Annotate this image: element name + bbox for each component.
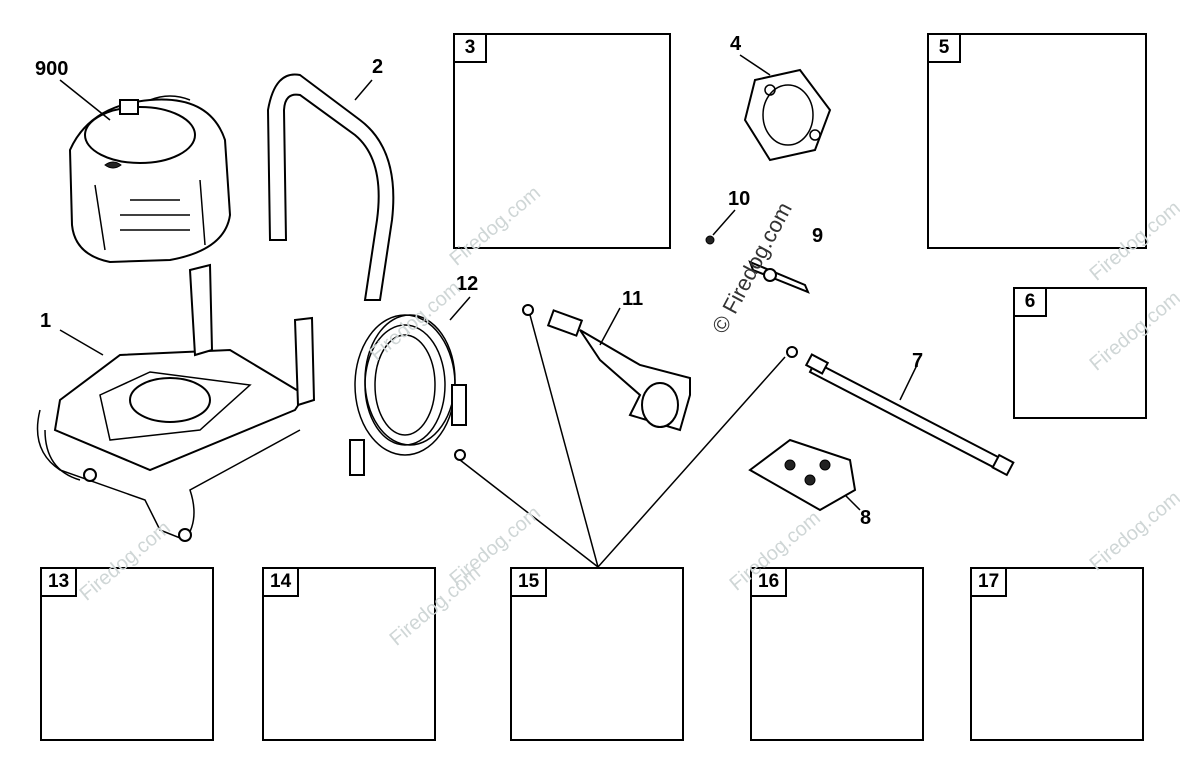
nozzle-drawing — [705, 235, 810, 294]
label-16: 16 — [750, 567, 788, 597]
label-14: 14 — [262, 567, 300, 597]
box-16: 16 — [750, 567, 924, 741]
label-15: 15 — [510, 567, 548, 597]
label-4: 4 — [730, 33, 742, 55]
spray-gun-drawing — [522, 304, 691, 432]
handle-drawing — [266, 73, 395, 301]
engine-drawing — [68, 95, 232, 264]
label-13: 13 — [40, 567, 78, 597]
label-11: 11 — [622, 288, 644, 310]
label-3: 3 — [453, 33, 487, 63]
label-10: 10 — [728, 188, 751, 210]
box-14: 14 — [262, 567, 436, 741]
box-3: 3 — [453, 33, 671, 249]
box-17: 17 — [970, 567, 1144, 741]
box-5: 5 — [927, 33, 1147, 249]
label-6: 6 — [1013, 287, 1047, 317]
label-12: 12 — [456, 273, 479, 295]
label-8: 8 — [860, 507, 872, 529]
label-9: 9 — [812, 225, 824, 247]
label-7: 7 — [912, 350, 924, 372]
box-6: 6 — [1013, 287, 1147, 419]
hose-drawing — [349, 314, 467, 476]
label-1: 1 — [40, 310, 52, 332]
label-5: 5 — [927, 33, 961, 63]
label-2: 2 — [372, 56, 384, 78]
gasket-drawing — [743, 68, 832, 162]
label-17: 17 — [970, 567, 1008, 597]
leader-lines — [59, 54, 918, 568]
wand-drawing — [786, 346, 1015, 477]
hardware-bag-drawing — [748, 438, 857, 512]
box-15: 15 — [510, 567, 684, 741]
label-900: 900 — [35, 58, 69, 80]
box-13: 13 — [40, 567, 214, 741]
frame-drawing — [36, 263, 316, 542]
